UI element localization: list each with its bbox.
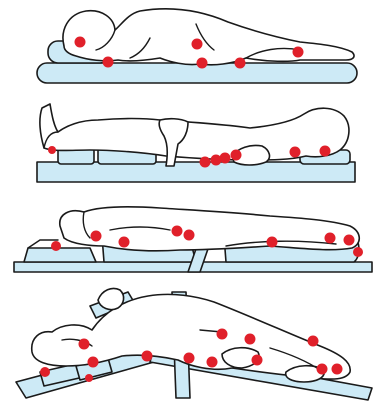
pressure-point xyxy=(75,37,86,48)
pressure-point xyxy=(172,226,183,237)
mattress-pad xyxy=(37,63,357,83)
pressure-point xyxy=(353,247,363,257)
pressure-point xyxy=(293,47,304,58)
lateral-body xyxy=(63,9,354,65)
pressure-point xyxy=(308,336,319,347)
pressure-point xyxy=(200,157,211,168)
pressure-point xyxy=(119,237,130,248)
pressure-point xyxy=(325,233,336,244)
head-support xyxy=(24,248,96,262)
pressure-point xyxy=(192,39,203,50)
pressure-point xyxy=(217,329,228,340)
pressure-point xyxy=(245,334,256,345)
pressure-point xyxy=(40,367,50,377)
panel-supine xyxy=(37,104,355,182)
prone-body xyxy=(28,207,359,251)
pressure-point xyxy=(184,353,195,364)
pressure-point xyxy=(252,355,263,366)
pressure-point xyxy=(235,58,246,69)
pressure-point xyxy=(103,57,114,68)
pressure-point xyxy=(220,153,231,164)
pressure-point xyxy=(231,150,242,161)
pressure-point xyxy=(79,339,90,350)
pressure-point xyxy=(267,237,278,248)
table-pad xyxy=(37,162,355,182)
pressure-point xyxy=(142,351,153,362)
pressure-point xyxy=(290,147,301,158)
panel-prone xyxy=(14,207,372,272)
pressure-point xyxy=(320,146,331,157)
panel-angled xyxy=(16,288,372,400)
pressure-point xyxy=(317,364,328,375)
pressure-point xyxy=(184,230,195,241)
pressure-point xyxy=(207,357,218,368)
pressure-point xyxy=(85,374,93,382)
pressure-point xyxy=(332,364,343,375)
pressure-point xyxy=(91,231,102,242)
pressure-point xyxy=(197,58,208,69)
pressure-point xyxy=(48,146,56,154)
panel-lateral xyxy=(37,9,357,83)
pressure-point xyxy=(51,241,61,251)
pressure-point xyxy=(344,235,355,246)
pressure-point xyxy=(88,357,99,368)
